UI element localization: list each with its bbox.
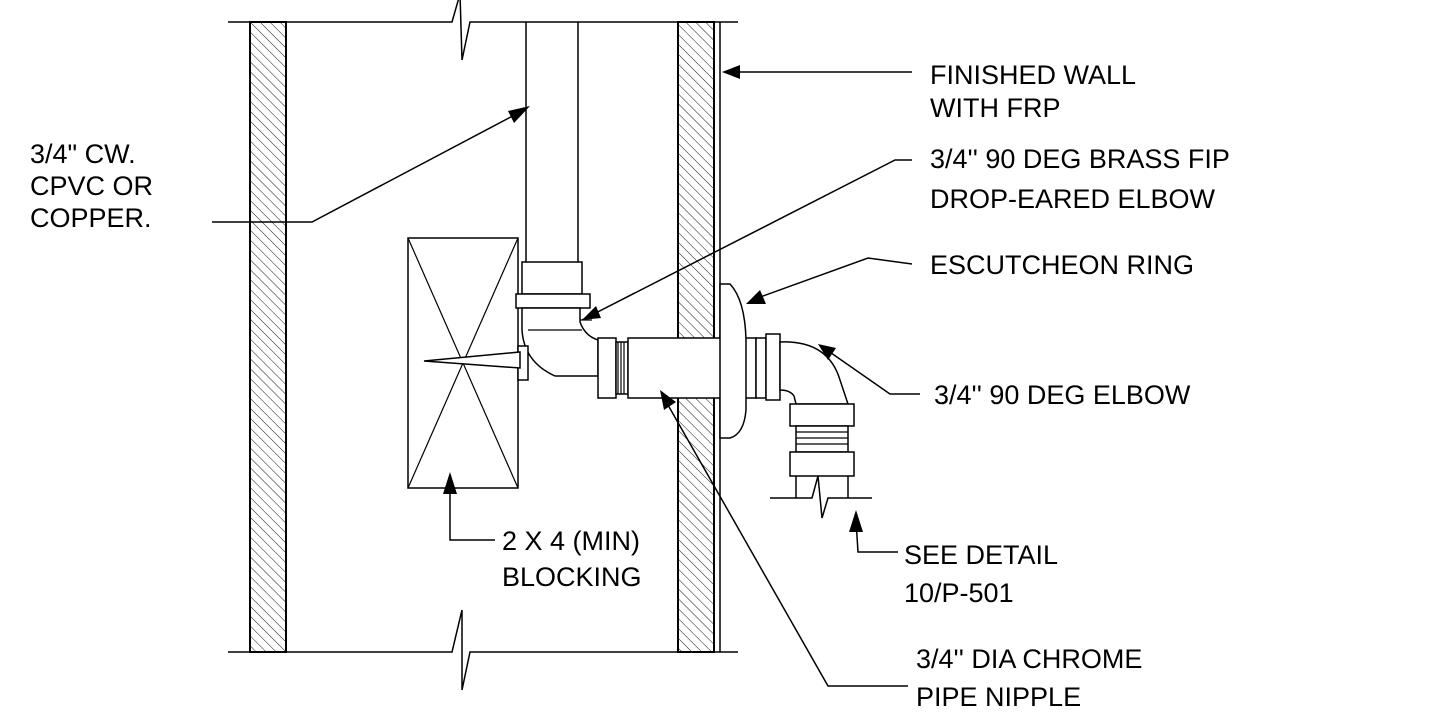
leader-supply	[212, 106, 530, 223]
label-nipple-line-1: 3/4'' DIA CHROME	[916, 644, 1142, 674]
label-supply-line-2: CPVC OR	[30, 171, 153, 201]
leader-blocking	[443, 472, 495, 541]
label-blocking-line-1: 2 X 4 (MIN)	[502, 526, 640, 556]
elbow-90-deg	[755, 333, 872, 519]
leader-escutcheon	[746, 257, 913, 304]
label-elbow: 3/4'' 90 DEG ELBOW	[934, 380, 1191, 410]
label-brass-elbow-line-2: DROP-EARED ELBOW	[930, 184, 1216, 214]
label-supply-line-1: 3/4" CW.	[30, 139, 136, 169]
label-see-detail-line-2: 10/P-501	[904, 578, 1014, 608]
left-stud	[249, 21, 287, 653]
label-finished-wall-line-1: FINISHED WALL	[930, 60, 1136, 90]
label-see-detail-line-1: SEE DETAIL	[904, 540, 1058, 570]
leader-elbow	[818, 344, 920, 395]
leader-finished-wall	[722, 65, 912, 79]
supply-pipe	[525, 22, 579, 262]
flex-connector-ribs	[796, 431, 848, 445]
leader-brass-elbow	[581, 159, 912, 321]
label-supply-line-3: COPPER.	[30, 203, 152, 233]
leader-nipple	[660, 390, 908, 687]
brass-drop-eared-elbow	[423, 261, 599, 381]
bottom-break-line	[228, 609, 738, 691]
escutcheon-ring	[719, 283, 747, 439]
label-blocking-line-2: BLOCKING	[502, 562, 642, 592]
label-finished-wall-line-2: WITH FRP	[930, 93, 1060, 123]
label-escutcheon: ESCUTCHEON RING	[930, 250, 1194, 280]
label-brass-elbow-line-1: 3/4'' 90 DEG BRASS FIP	[930, 144, 1230, 174]
label-nipple-line-2: PIPE NIPPLE	[916, 682, 1081, 712]
top-break-line	[228, 0, 738, 61]
leader-see-detail	[849, 510, 898, 553]
right-stud	[677, 21, 715, 653]
